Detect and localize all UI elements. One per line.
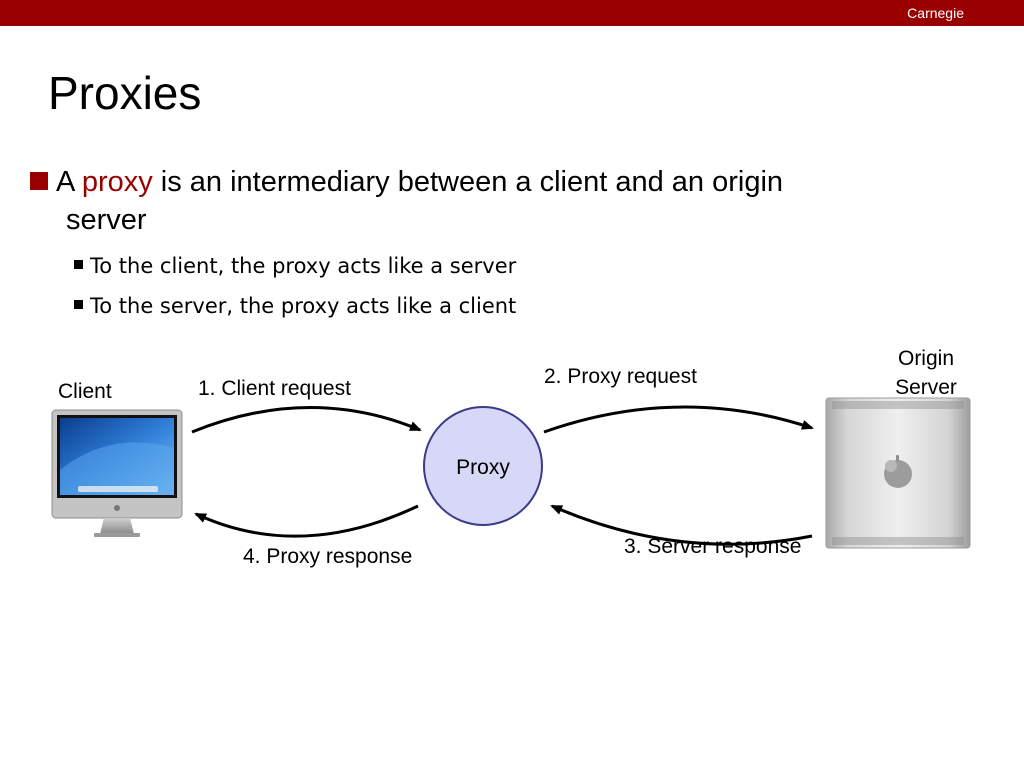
sub-bullet-icon <box>74 260 83 269</box>
origin-label-line2: Server <box>895 376 957 399</box>
bullet-text-line1: is an intermediary between a client and … <box>152 166 784 198</box>
proxy-response-arrow <box>194 504 419 538</box>
proxy-node <box>423 406 543 526</box>
step1-label: 1. Client request <box>198 377 351 400</box>
client-request-arrow <box>191 406 422 434</box>
step2-label: 2. Proxy request <box>544 365 697 388</box>
main-bullet-line1: A proxy is an intermediary between a cli… <box>30 163 970 201</box>
square-bullet-icon <box>30 172 48 190</box>
sub-bullet-2-text: To the server, the proxy acts like a cli… <box>90 294 517 318</box>
proxy-highlight: proxy <box>81 166 153 198</box>
proxy-label: Proxy <box>456 456 510 479</box>
slide-title: Proxies <box>48 67 202 119</box>
sub-bullet-2: To the server, the proxy acts like a cli… <box>74 294 516 318</box>
server-response-arrow <box>550 504 813 546</box>
origin-server-icon <box>825 397 971 549</box>
bullet-text-line2: server <box>66 204 147 236</box>
bullet-prefix: A <box>56 166 82 198</box>
origin-label-line1: Origin <box>898 347 954 370</box>
step4-label: 4. Proxy response <box>243 545 412 568</box>
sub-bullet-icon <box>74 300 83 309</box>
proxy-request-arrow <box>543 405 814 434</box>
step3-label: 3. Server response <box>624 535 801 558</box>
client-label: Client <box>58 380 112 403</box>
top-banner: Carnegie <box>0 0 1024 26</box>
sub-bullet-1-text: To the client, the proxy acts like a ser… <box>90 254 517 278</box>
brand-text: Carnegie <box>907 5 964 21</box>
client-computer-icon <box>51 409 183 537</box>
main-bullet: A proxy is an intermediary between a cli… <box>30 163 970 239</box>
sub-bullet-1: To the client, the proxy acts like a ser… <box>74 254 516 278</box>
